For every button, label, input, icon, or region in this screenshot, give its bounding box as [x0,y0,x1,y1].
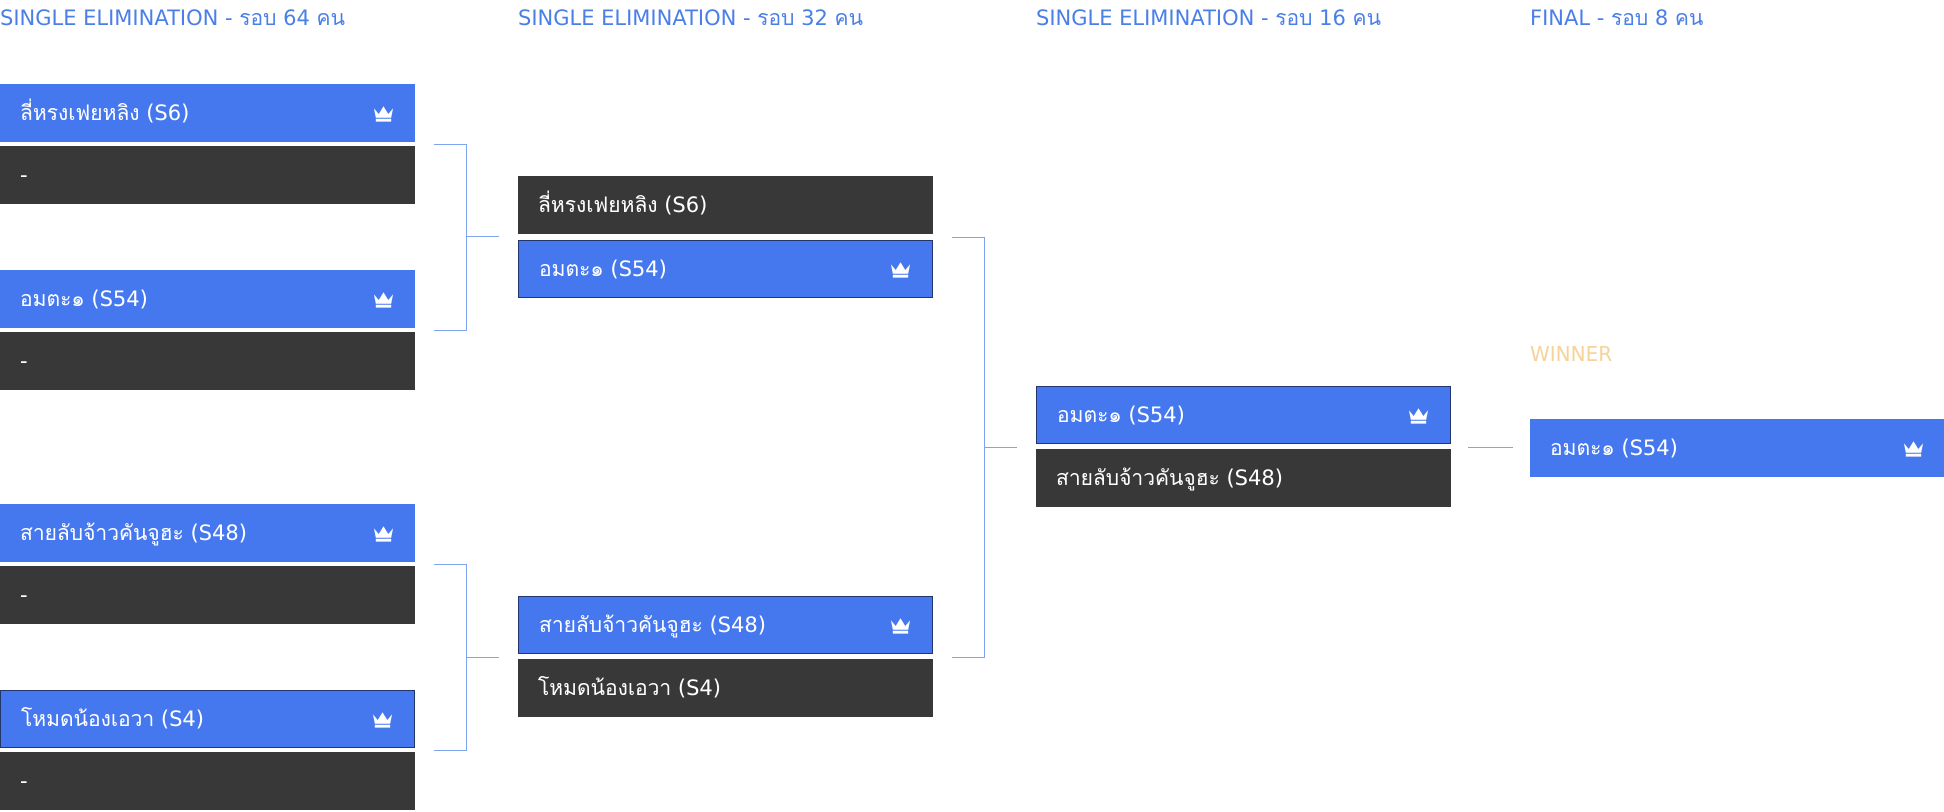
player-name: อมตะ๑ (S54) [539,256,667,281]
bracket-slot-r16-2[interactable]: สายลับจ้าวคันจูฮะ (S48) [1036,449,1451,507]
player-name: สายลับจ้าวคันจูฮะ (S48) [1056,465,1283,490]
player-name: อมตะ๑ (S54) [20,286,148,311]
player-name: โหมดน้องเอวา (S4) [21,706,204,731]
round-title-16: SINGLE ELIMINATION - รอบ 16 คน [1036,6,1381,30]
bracket-slot-r16-1[interactable]: อมตะ๑ (S54) [1036,386,1451,444]
crown-icon [1408,408,1429,424]
round-title-64: SINGLE ELIMINATION - รอบ 64 คน [0,6,345,30]
winner-slot[interactable]: อมตะ๑ (S54) [1530,419,1944,477]
bracket-slot-r32-4[interactable]: โหมดน้องเอวา (S4) [518,659,933,717]
player-name: โหมดน้องเอวา (S4) [538,675,721,700]
player-name: อมตะ๑ (S54) [1057,402,1185,427]
crown-icon [373,292,394,308]
bracket-slot-r32-1[interactable]: ลี่หรงเฟยหลิง (S6) [518,176,933,234]
bracket-connector-stub [1468,447,1513,448]
player-name: - [20,583,28,607]
bracket-slot-r64-3[interactable]: อมตะ๑ (S54) [0,270,415,328]
crown-icon [1903,441,1924,457]
player-name: ลี่หรงเฟยหลิง (S6) [538,192,708,217]
bracket-slot-r32-2[interactable]: อมตะ๑ (S54) [518,240,933,298]
crown-icon [373,526,394,542]
bracket-slot-r32-3[interactable]: สายลับจ้าวคันจูฮะ (S48) [518,596,933,654]
bracket-connector [434,144,467,331]
bracket-connector-stub [985,447,1017,448]
bracket-connector [434,564,467,751]
crown-icon [373,106,394,122]
round-title-32: SINGLE ELIMINATION - รอบ 32 คน [518,6,863,30]
winner-label: WINNER [1530,342,1613,366]
crown-icon [372,712,393,728]
player-name: - [20,769,28,793]
bracket-connector-stub [467,236,499,237]
player-name: สายลับจ้าวคันจูฮะ (S48) [20,520,247,545]
round-title-final: FINAL - รอบ 8 คน [1530,6,1704,30]
player-name: อมตะ๑ (S54) [1550,435,1678,460]
bracket-connector-stub [467,657,499,658]
bracket-slot-r64-7[interactable]: โหมดน้องเอวา (S4) [0,690,415,748]
bracket-slot-r64-5[interactable]: สายลับจ้าวคันจูฮะ (S48) [0,504,415,562]
bracket-slot-r64-1[interactable]: ลี่หรงเฟยหลิง (S6) [0,84,415,142]
bracket-slot-r64-6[interactable]: - [0,566,415,624]
player-name: - [20,163,28,187]
bracket-connector [952,237,985,658]
bracket-slot-r64-4[interactable]: - [0,332,415,390]
player-name: สายลับจ้าวคันจูฮะ (S48) [539,612,766,637]
crown-icon [890,262,911,278]
player-name: ลี่หรงเฟยหลิง (S6) [20,100,190,125]
bracket-slot-r64-2[interactable]: - [0,146,415,204]
crown-icon [890,618,911,634]
bracket-slot-r64-8[interactable]: - [0,752,415,810]
player-name: - [20,349,28,373]
